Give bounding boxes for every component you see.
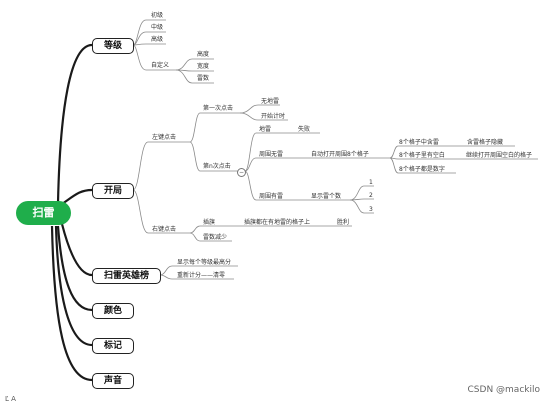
game-fail: 失败 xyxy=(298,126,311,133)
game-left-click: 左键点击 xyxy=(152,134,177,141)
branch-mark[interactable]: 标记 xyxy=(92,338,134,354)
game-mines-decrease: 雷数减少 xyxy=(203,234,228,241)
game-start-timer: 开始计时 xyxy=(261,113,286,120)
game-no-mine: 无地雷 xyxy=(261,98,280,105)
custom-width: 宽度 xyxy=(197,63,210,70)
game-eight-all-numbers: 8个格子都是数字 xyxy=(399,166,445,173)
branch-sound[interactable]: 声音 xyxy=(92,373,134,389)
count-2: 2 xyxy=(369,192,373,199)
branch-ranking[interactable]: 扫雷英雄榜 xyxy=(92,268,161,284)
watermark: CSDN @mackilo xyxy=(467,385,540,395)
curve-to-ranking xyxy=(60,223,93,277)
curve-to-color xyxy=(56,225,93,312)
corner-glyph: Ľ A xyxy=(5,395,16,403)
game-win: 胜利 xyxy=(337,219,350,226)
game-continue-open: 继续打开周围空白的格子 xyxy=(466,152,533,159)
game-flag-all: 插旗都在有地雷的格子上 xyxy=(244,219,311,226)
game-has-mine-stop: 含雷格子隐藏 xyxy=(467,139,504,146)
level-expert: 高级 xyxy=(151,36,164,43)
root-node[interactable]: 扫雷 xyxy=(16,201,71,225)
sub-branch-lines xyxy=(132,19,538,280)
collapse-toggle[interactable]: − xyxy=(237,168,246,177)
branch-level[interactable]: 等级 xyxy=(92,38,134,54)
curve-to-mark xyxy=(54,225,93,347)
main-branch-curves xyxy=(50,43,93,382)
game-nth-click: 第n次点击 xyxy=(203,163,231,170)
ranking-show-best: 显示每个等级最高分 xyxy=(177,259,232,266)
curve-to-game xyxy=(61,188,93,205)
custom-mines: 雷数 xyxy=(197,75,210,82)
count-3: 3 xyxy=(369,206,373,213)
game-eight-has-blank: 8个格子里有空白 xyxy=(399,152,445,159)
game-no-mine-around: 周围无雷 xyxy=(259,151,284,158)
game-right-click: 右键点击 xyxy=(152,226,177,233)
level-intermediate: 中级 xyxy=(151,24,164,31)
curve-to-level xyxy=(56,43,93,204)
game-show-count: 显示雷个数 xyxy=(311,193,342,200)
game-eight-has-mine: 8个格子中含雷 xyxy=(399,139,439,146)
level-custom: 自定义 xyxy=(151,62,170,69)
game-first-click: 第一次点击 xyxy=(203,105,234,112)
curve-to-sound xyxy=(50,225,93,382)
game-mine-around: 周围有雷 xyxy=(259,193,284,200)
level-beginner: 初级 xyxy=(151,12,164,19)
count-1: 1 xyxy=(369,179,373,186)
branch-game[interactable]: 开局 xyxy=(92,183,134,199)
game-flag: 插旗 xyxy=(203,219,216,226)
branch-color[interactable]: 颜色 xyxy=(92,303,134,319)
game-auto-open-8: 自动打开周围8个格子 xyxy=(311,151,369,158)
game-is-mine: 地雷 xyxy=(259,126,272,133)
custom-height: 高度 xyxy=(197,51,210,58)
ranking-reset: 重新计分——清零 xyxy=(177,272,226,279)
